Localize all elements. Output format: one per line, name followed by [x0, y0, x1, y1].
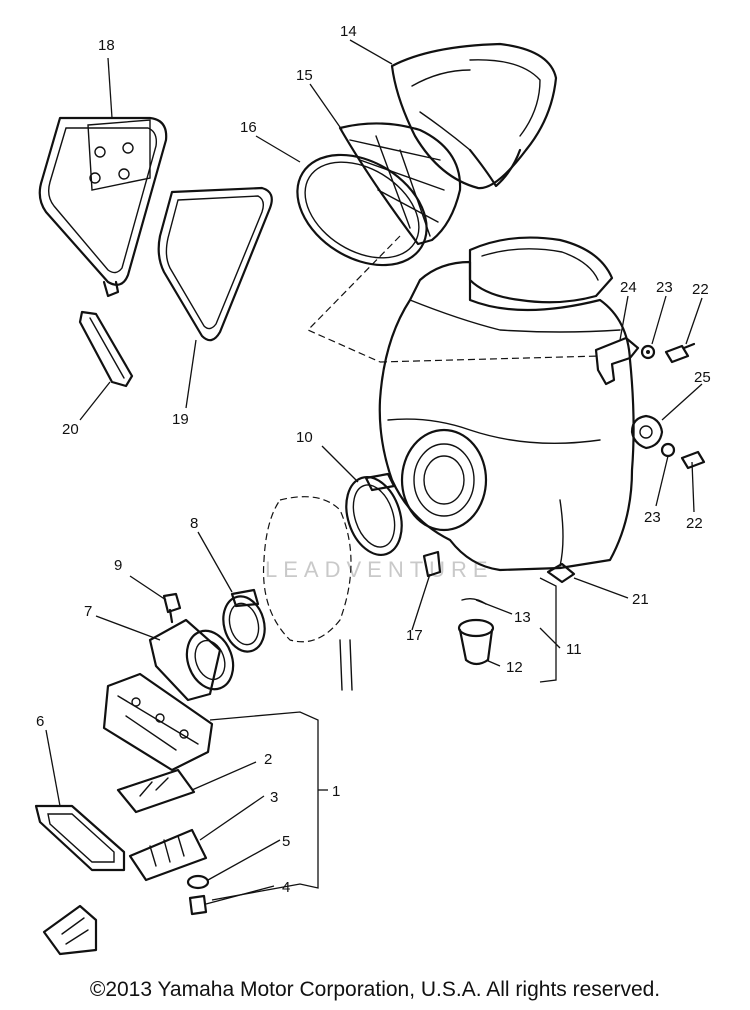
part-8-clamp [222, 588, 266, 653]
callout-11: 11 [566, 641, 582, 658]
callout-4: 4 [282, 879, 290, 896]
callout-12: 12 [506, 659, 523, 676]
part-16-ring [296, 153, 428, 267]
callout-21: 21 [632, 591, 649, 608]
callout-15: 15 [296, 67, 313, 84]
callout-10: 10 [296, 429, 313, 446]
callout-23-top: 23 [656, 279, 673, 296]
fwd-arrow-icon [42, 904, 98, 956]
reed-valve-body [102, 672, 214, 772]
part-6-gasket [34, 804, 126, 872]
callout-13: 13 [514, 609, 531, 626]
callout-16: 16 [240, 119, 257, 136]
callout-8: 8 [190, 515, 198, 532]
callout-20: 20 [62, 421, 79, 438]
callout-5: 5 [282, 833, 290, 850]
callout-2: 2 [264, 751, 272, 768]
part-22-bolt-top [664, 342, 696, 364]
part-23-washer-lower [660, 442, 676, 458]
part-7-carburetor-joint [148, 618, 235, 702]
part-15-filter-cage [338, 122, 462, 246]
part-20-strap [78, 310, 134, 388]
callout-18: 18 [98, 37, 115, 54]
callouts: 18 14 15 16 24 23 22 25 20 19 10 23 22 8… [36, 23, 711, 896]
copyright-notice: ©2013 Yamaha Motor Corporation, U.S.A. A… [89, 978, 661, 1001]
air-box [378, 236, 635, 572]
part-2-reed-stopper [116, 768, 196, 814]
callout-17: 17 [406, 627, 423, 644]
part-18-filter-cover [38, 116, 168, 298]
callout-1: 1 [332, 783, 340, 800]
part-13-clamp [461, 597, 487, 605]
part-4-screw [188, 894, 208, 916]
part-3-reed [128, 828, 208, 882]
callout-22-lower: 22 [686, 515, 703, 532]
part-17-screw [422, 550, 442, 578]
part-14-air-boot [390, 42, 558, 190]
part-24-bracket [594, 336, 640, 386]
callout-22-top: 22 [692, 281, 709, 298]
callout-25: 25 [694, 369, 711, 386]
part-12-drain [457, 618, 495, 666]
part-10-band [345, 472, 403, 556]
callout-19: 19 [172, 411, 189, 428]
callout-24: 24 [620, 279, 637, 296]
callout-14: 14 [340, 23, 357, 40]
intake-manifold-outline [262, 496, 353, 691]
callout-3: 3 [270, 789, 278, 806]
part-23-washer-top [640, 344, 656, 360]
callout-23-lower: 23 [644, 509, 661, 526]
callout-6: 6 [36, 713, 44, 730]
part-19-filter-element [157, 186, 273, 342]
part-5-washer [186, 874, 210, 890]
part-25-clamp [630, 414, 664, 450]
callout-7: 7 [84, 603, 92, 620]
leader-lines [45, 39, 703, 905]
watermark: LEADVENTURE [265, 557, 494, 582]
part-21-clip [546, 562, 576, 584]
callout-9: 9 [114, 557, 122, 574]
part-9-screw [162, 592, 182, 624]
part-22-bolt-lower [680, 450, 706, 470]
